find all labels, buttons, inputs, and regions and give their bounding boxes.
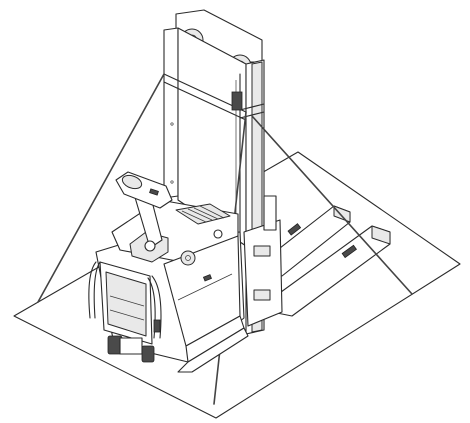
grab-handle-left	[88, 261, 97, 319]
fork-assembly	[261, 205, 391, 317]
sling-right	[251, 115, 413, 295]
mast-assembly	[163, 9, 283, 335]
fork-carriage	[243, 219, 283, 327]
fork-right-roller	[341, 244, 357, 259]
deck-vent-grille	[175, 203, 231, 225]
key-switch	[180, 250, 196, 266]
operator-panel	[88, 261, 162, 363]
status-indicator	[202, 274, 212, 282]
tiller-control-button	[149, 188, 159, 196]
mast-left-rail	[163, 27, 179, 199]
sling-left	[37, 73, 165, 303]
chain-anchor	[231, 91, 243, 111]
deck-button	[213, 229, 223, 239]
mast-side-bracket	[263, 195, 277, 231]
fork-left-roller	[287, 223, 302, 236]
tiller-assembly	[115, 171, 173, 263]
grab-handle-right	[151, 275, 162, 339]
tiller-grip	[121, 174, 143, 190]
drive-wheel-right	[141, 345, 155, 363]
